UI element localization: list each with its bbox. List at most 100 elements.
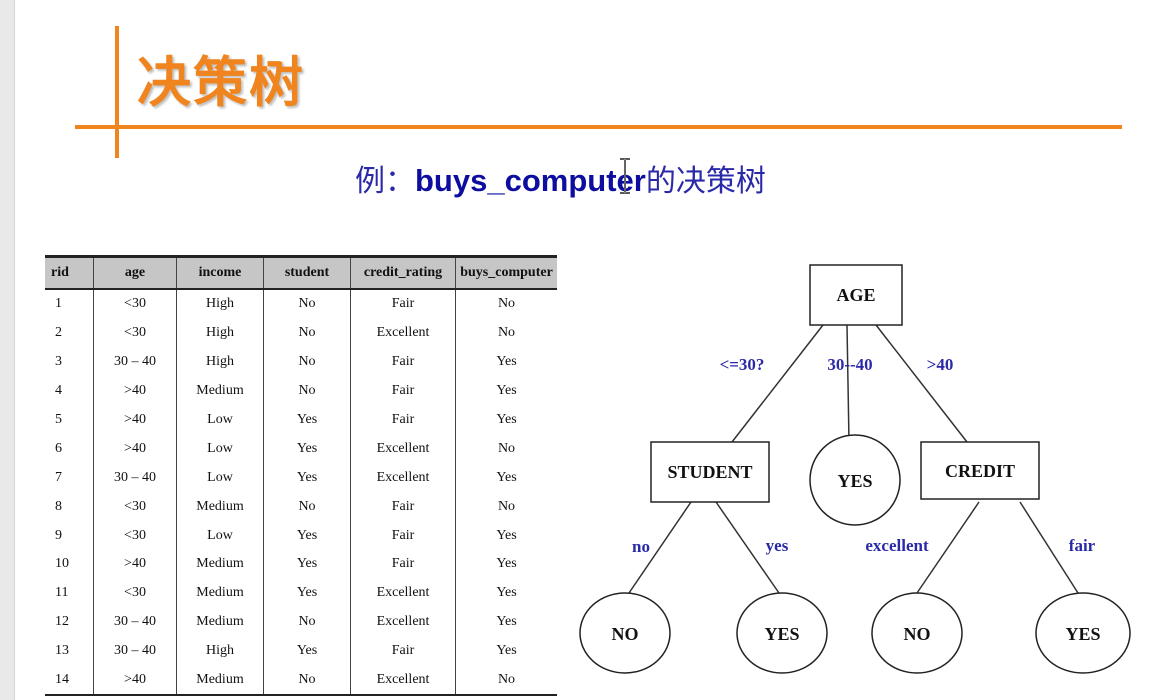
text-cursor-icon [620, 158, 630, 194]
subtitle-suffix: 的决策树 [645, 164, 766, 199]
cell-age: <30 [93, 492, 177, 522]
edge-student-yes [715, 501, 780, 594]
training-data-table: rid age income student credit_rating buy… [45, 255, 557, 697]
cell-student: No [263, 492, 351, 522]
edge-age-yes [846, 324, 850, 443]
cell-student: No [263, 347, 351, 377]
cell-income: High [176, 347, 264, 377]
cell-rid: 12 [55, 614, 69, 630]
cell-age: <30 [93, 289, 177, 319]
cell-buys-computer: Yes [455, 550, 557, 579]
column-header-age: age [93, 255, 177, 290]
cell-credit-rating: Excellent [350, 665, 456, 697]
cell-rid: 6 [55, 440, 62, 456]
cell-rid: 5 [55, 412, 62, 427]
cell-buys-computer: No [455, 318, 557, 348]
cell-age: <30 [93, 521, 177, 551]
slide-subtitle: 例：buys_computer的决策树 [355, 156, 766, 200]
table-header-row: rid age income student credit_rating buy… [45, 255, 557, 290]
cell-income: Low [176, 434, 264, 464]
node-credit-label: CREDIT [945, 461, 1015, 481]
cell-student: Yes [263, 550, 351, 579]
cell-buys-computer: No [455, 289, 557, 319]
edge-student-no [628, 501, 692, 594]
column-header-income: income [176, 255, 264, 290]
cell-rid: 10 [55, 556, 69, 572]
cell-student: No [263, 289, 351, 319]
slide-title: 决策树 [137, 51, 305, 114]
cell-age: 30 – 40 [93, 607, 177, 637]
cell-buys-computer: Yes [455, 521, 557, 551]
cell-credit-rating: Excellent [350, 463, 456, 493]
cell-buys-computer: No [455, 492, 557, 522]
column-header-student: student [263, 255, 351, 290]
subtitle-prefix: 例： [355, 164, 415, 199]
cell-credit-rating: Fair [350, 550, 456, 579]
cell-credit-rating: Fair [350, 492, 456, 522]
edge-age-student [731, 324, 824, 443]
edge-label-age-le30: <=30? [720, 355, 765, 374]
decision-tree-diagram: AGE STUDENT YES CREDIT NO YES NO YES <=3… [579, 264, 1131, 674]
leaf-credit-fair-circle [1035, 592, 1131, 674]
cell-student: Yes [263, 405, 351, 435]
cell-credit-rating: Excellent [350, 434, 456, 464]
cell-buys-computer: Yes [455, 463, 557, 493]
leaf-credit-fair-label: YES [1065, 624, 1100, 644]
cell-rid: 14 [45, 665, 94, 697]
cell-age: 30 – 40 [93, 463, 177, 493]
cell-income: Low [176, 521, 264, 551]
cell-student: No [263, 318, 351, 348]
cell-credit-rating: Fair [350, 636, 456, 666]
cell-income: High [176, 289, 264, 319]
column-header-buys-computer: buys_computer [455, 255, 557, 290]
title-horizontal-rule [75, 125, 1122, 129]
cell-income: Medium [176, 550, 264, 579]
cell-income: High [176, 636, 264, 666]
cell-income: Medium [176, 665, 264, 697]
cell-buys-computer: Yes [455, 405, 557, 435]
edge-age-credit [875, 324, 968, 443]
cell-rid: 4 [55, 383, 62, 399]
node-credit-box [920, 441, 1040, 500]
node-student-label: STUDENT [667, 462, 752, 482]
edge-label-student-yes: yes [766, 536, 789, 555]
leaf-student-no-circle [579, 592, 671, 674]
edge-label-credit-excellent: excellent [865, 536, 929, 555]
cell-credit-rating: Fair [350, 289, 456, 319]
cell-buys-computer: Yes [455, 636, 557, 666]
cell-rid: 3 [55, 354, 62, 370]
cell-rid: 2 [55, 325, 62, 341]
cell-rid: 8 [55, 498, 62, 514]
cell-credit-rating: Fair [350, 347, 456, 377]
cell-credit-rating: Excellent [350, 318, 456, 348]
cell-student: Yes [263, 434, 351, 464]
leaf-credit-excellent-label: NO [904, 624, 931, 644]
cell-buys-computer: Yes [455, 578, 557, 608]
cell-age: 30 – 40 [93, 347, 177, 377]
cell-income: Medium [176, 607, 264, 637]
cell-buys-computer: Yes [455, 607, 557, 637]
cell-credit-rating: Excellent [350, 578, 456, 608]
edge-label-age-30-40: 30--40 [827, 355, 872, 374]
cell-rid: 13 [55, 643, 69, 659]
cell-credit-rating: Fair [350, 405, 456, 435]
leaf-middle-circle [809, 434, 901, 526]
cell-age: 30 – 40 [93, 636, 177, 666]
cell-age: <30 [93, 318, 177, 348]
cell-student: Yes [263, 521, 351, 551]
leaf-student-yes-label: YES [764, 624, 799, 644]
cell-age: >40 [93, 376, 177, 406]
cell-income: Medium [176, 578, 264, 608]
cell-buys-computer: Yes [455, 376, 557, 406]
edge-credit-no [916, 501, 980, 594]
cell-credit-rating: Fair [350, 521, 456, 551]
